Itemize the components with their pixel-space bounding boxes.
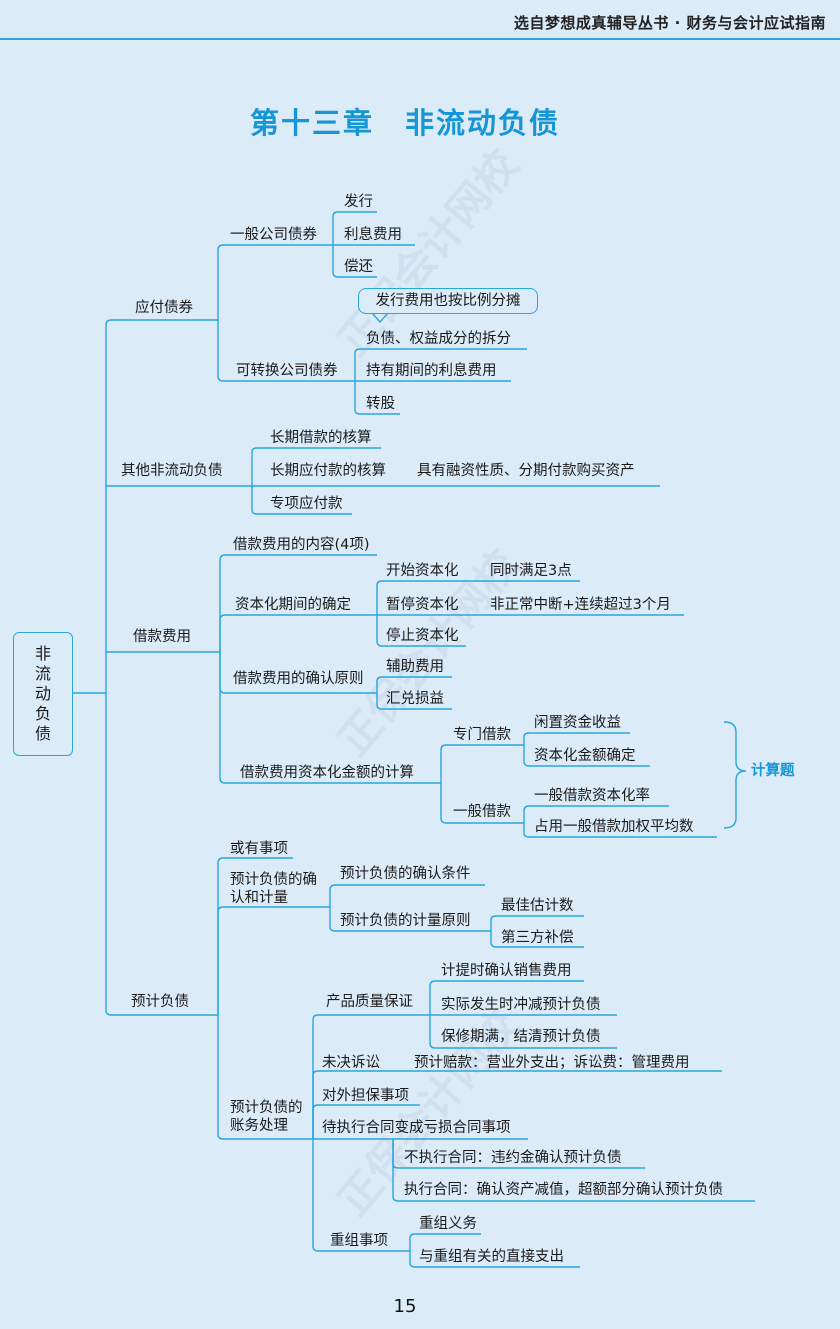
general-bond-item: 利息费用: [344, 227, 402, 243]
onerous-contract: 待执行合同变成亏损合同事项: [322, 1120, 511, 1136]
capitalized-amount: 借款费用资本化金额的计算: [240, 765, 414, 781]
pending-lawsuit: 未决诉讼: [322, 1055, 380, 1071]
principle-item: 汇兑损益: [386, 691, 444, 707]
onerous-item: 不执行合同：违约金确认预计负债: [404, 1150, 622, 1166]
issue-cost-callout: 发行费用也按比例分摊: [358, 288, 538, 314]
restructuring: 重组事项: [330, 1233, 388, 1249]
convertible-bond-item: 转股: [366, 396, 395, 412]
recog-measure: 预计负债的确认和计量: [230, 872, 317, 906]
recog-item: 预计负债的计量原则: [340, 913, 471, 929]
period-item: 暂停资本化: [386, 597, 459, 613]
general-bond: 一般公司债券: [230, 227, 317, 243]
quality-warranty: 产品质量保证: [326, 994, 413, 1010]
calc-question-label: 计算题: [751, 763, 795, 779]
quality-item: 实际发生时冲减预计负债: [441, 997, 601, 1013]
chapter-title: 第十三章 非流动负债: [249, 106, 560, 140]
period-note: 同时满足3点: [490, 563, 572, 579]
l1-provisions: 预计负债: [131, 994, 189, 1010]
other-item-note: 具有融资性质、分期付款购买资产: [417, 463, 635, 479]
special-item: 资本化金额确定: [534, 748, 636, 764]
restructure-item: 重组义务: [419, 1216, 477, 1232]
guarantee: 对外担保事项: [322, 1088, 409, 1104]
l1-other-noncurrent: 其他非流动负债: [121, 463, 223, 479]
contingencies: 或有事项: [230, 841, 288, 857]
general-borrowing-item: 占用一般借款加权平均数: [534, 819, 694, 835]
header-rule: [0, 38, 840, 40]
accounting-treatment: 预计负债的账务处理: [230, 1100, 303, 1134]
l1-borrowing-costs: 借款费用: [133, 629, 191, 645]
page-number: 15: [393, 1296, 417, 1317]
convertible-bond: 可转换公司债券: [236, 363, 338, 379]
period-item: 开始资本化: [386, 563, 459, 579]
period-note: 非正常中断+连续超过3个月: [490, 597, 671, 613]
general-borrowing: 一般借款: [453, 804, 511, 820]
convertible-bond-item: 持有期间的利息费用: [366, 363, 497, 379]
l1-bonds-payable: 应付债券: [135, 300, 193, 316]
principle-item: 辅助费用: [386, 659, 444, 675]
capitalization-period: 资本化期间的确定: [235, 597, 351, 613]
onerous-item: 执行合同：确认资产减值，超额部分确认预计负债: [404, 1182, 723, 1198]
lawsuit-note: 预计赔款：营业外支出；诉讼费：管理费用: [414, 1055, 690, 1071]
restructure-item: 与重组有关的直接支出: [419, 1249, 564, 1265]
book-header: 选自梦想成真辅导丛书 · 财务与会计应试指南: [513, 14, 826, 32]
recognition-principle: 借款费用的确认原则: [233, 671, 364, 687]
measure-item: 最佳估计数: [501, 898, 574, 914]
general-bond-item: 发行: [344, 194, 373, 210]
quality-item: 计提时确认销售费用: [441, 963, 572, 979]
other-item: 长期应付款的核算: [270, 463, 386, 479]
period-item: 停止资本化: [386, 628, 459, 644]
quality-item: 保修期满，结清预计负债: [441, 1029, 601, 1045]
recog-item: 预计负债的确认条件: [340, 866, 471, 882]
special-item: 闲置资金收益: [534, 715, 621, 731]
general-borrowing-item: 一般借款资本化率: [534, 788, 650, 804]
other-item: 长期借款的核算: [270, 430, 372, 446]
convertible-bond-item: 负债、权益成分的拆分: [366, 331, 511, 347]
borrowing-content: 借款费用的内容(4项): [233, 537, 370, 553]
general-bond-item: 偿还: [344, 259, 373, 275]
root-node: 非流动负债: [13, 632, 73, 756]
measure-item: 第三方补偿: [501, 930, 574, 946]
other-item: 专项应付款: [270, 496, 343, 512]
special-borrowing: 专门借款: [453, 727, 511, 743]
